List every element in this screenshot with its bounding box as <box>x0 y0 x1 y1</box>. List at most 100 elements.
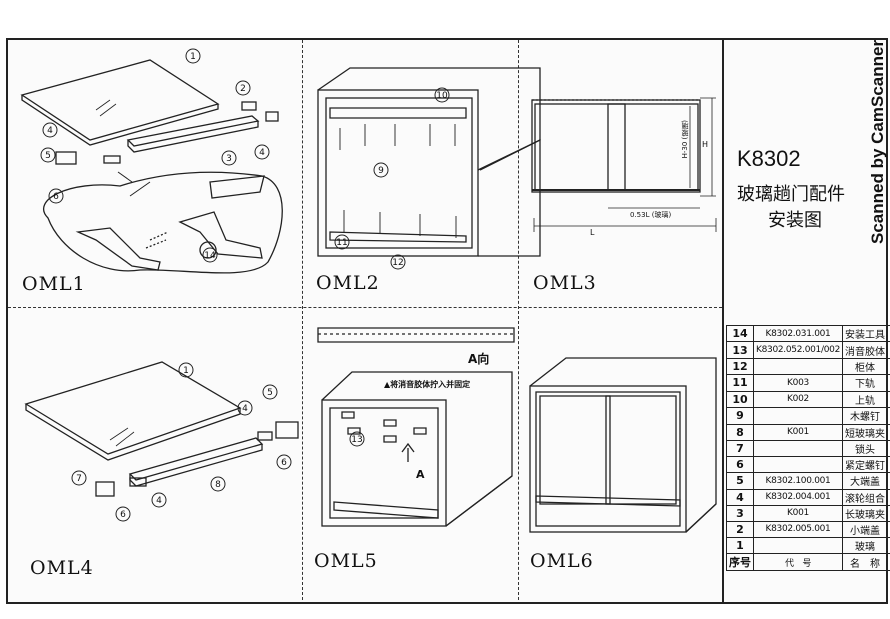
table-row: 1 玻璃2 <box>726 537 890 555</box>
svg-text:11: 11 <box>336 238 347 248</box>
row-number: 5 <box>726 472 754 490</box>
part-code: K8302.052.001/002 <box>753 341 843 360</box>
header-qty: 数量 <box>887 553 890 572</box>
part-name: 下轨 <box>842 374 888 392</box>
panel-label-oml2: OML2 <box>316 272 380 294</box>
table-row: 9木螺钉足量 <box>726 406 890 425</box>
dim-l-label: L <box>590 228 595 237</box>
part-quantity: 1 <box>887 324 890 343</box>
part-name: 滚轮组合 <box>842 488 888 506</box>
svg-text:12: 12 <box>392 258 403 268</box>
svg-text:5: 5 <box>45 151 51 161</box>
table-row: 10K002上轨1 <box>726 390 890 408</box>
svg-text:5: 5 <box>267 388 273 398</box>
a-direction-label: A向 <box>468 352 490 366</box>
bill-of-materials: 14K8302.031.001安装工具113K8302.052.001/002消… <box>726 324 890 572</box>
panel-label-oml6: OML6 <box>530 550 594 572</box>
row-number: 12 <box>726 358 754 376</box>
arrow-a-label: A <box>416 468 425 481</box>
part-name: 紧定螺钉 <box>842 456 888 474</box>
svg-text:4: 4 <box>156 496 162 506</box>
part-code: K8302.005.001 <box>753 520 843 539</box>
svg-text:8: 8 <box>215 480 221 490</box>
panel-label-oml3: OML3 <box>533 272 597 294</box>
part-name: 木螺钉 <box>842 406 888 425</box>
part-code: K8302.004.001 <box>753 488 843 506</box>
svg-text:4: 4 <box>47 126 53 136</box>
part-code: K8302.100.001 <box>753 472 843 490</box>
part-code <box>753 456 843 474</box>
row-number: 3 <box>726 504 754 522</box>
table-header-row: 序号代 号名 称数量 <box>726 553 890 572</box>
panel-label-oml1: OML1 <box>22 273 86 295</box>
svg-text:1: 1 <box>190 52 196 62</box>
part-name: 锁头 <box>842 439 888 458</box>
part-code <box>753 358 843 376</box>
row-number: 7 <box>726 439 754 458</box>
svg-text:6: 6 <box>281 458 287 468</box>
row-number: 8 <box>726 423 754 441</box>
part-code: K001 <box>753 423 843 441</box>
row-number: 14 <box>726 324 754 343</box>
part-code: K001 <box>753 504 843 522</box>
divider-v1 <box>302 40 303 600</box>
panel-label-oml5: OML5 <box>314 550 378 572</box>
part-name: 小端盖 <box>842 520 888 539</box>
row-number: 2 <box>726 520 754 539</box>
row-number: 11 <box>726 374 754 392</box>
divider-title-block <box>722 40 724 602</box>
part-name: 上轨 <box>842 390 888 408</box>
product-code: K8302 <box>737 146 801 171</box>
part-code <box>753 537 843 555</box>
dim-h-label: H <box>702 140 709 149</box>
svg-text:9: 9 <box>378 166 384 176</box>
part-name: 长玻璃夹 <box>842 504 888 522</box>
part-name: 玻璃 <box>842 537 888 555</box>
part-code <box>753 406 843 425</box>
row-number: 10 <box>726 390 754 408</box>
part-code <box>753 439 843 458</box>
drawing-type: 安装图 <box>768 210 822 231</box>
dim-053l-label: 0.53L (玻璃) <box>630 211 672 219</box>
svg-text:14: 14 <box>204 251 216 261</box>
svg-text:13: 13 <box>351 435 362 445</box>
svg-text:2: 2 <box>240 84 246 94</box>
part-name: 大端盖 <box>842 472 888 490</box>
table-row: 6紧定螺钉3 <box>726 456 890 474</box>
row-number: 9 <box>726 406 754 425</box>
svg-text:6: 6 <box>120 510 126 520</box>
part-code: K8302.031.001 <box>753 324 843 343</box>
row-number: 1 <box>726 537 754 555</box>
header-name: 名 称 <box>842 553 888 572</box>
part-code: K003 <box>753 374 843 392</box>
part-code: K002 <box>753 390 843 408</box>
table-row: 3K001长玻璃夹1 <box>726 504 890 522</box>
row-number: 6 <box>726 456 754 474</box>
part-name: 安装工具 <box>842 324 888 343</box>
divider-h1 <box>8 307 722 308</box>
instruction-note: ▲将消音胶体拧入并固定 <box>384 380 471 389</box>
dim-h30-label: H-30 (玻璃) <box>681 120 689 159</box>
part-quantity: 2 <box>887 537 890 555</box>
svg-text:6: 6 <box>53 192 59 202</box>
svg-text:3: 3 <box>226 154 232 164</box>
svg-text:7: 7 <box>76 474 82 484</box>
part-name: 柜体 <box>842 358 888 376</box>
header-no: 序号 <box>726 553 754 572</box>
part-name: 短玻璃夹 <box>842 423 888 441</box>
product-name: 玻璃趟门配件 <box>737 184 845 205</box>
table-row: 8K001短玻璃夹1 <box>726 423 890 441</box>
svg-text:4: 4 <box>259 148 265 158</box>
row-number: 4 <box>726 488 754 506</box>
part-quantity: 1 <box>887 390 890 408</box>
svg-text:4: 4 <box>242 404 248 414</box>
part-name: 消音胶体 <box>842 341 888 360</box>
